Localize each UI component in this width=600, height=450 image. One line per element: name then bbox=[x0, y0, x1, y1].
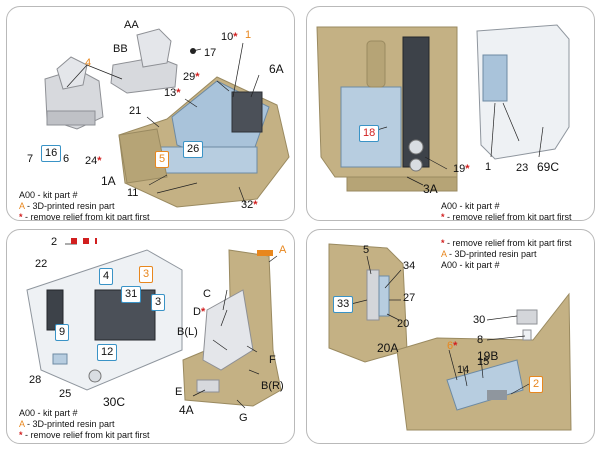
label-aa: AA bbox=[124, 19, 139, 31]
label-2: 2 bbox=[529, 376, 544, 393]
label-5: 5 bbox=[155, 151, 170, 168]
label-6: 6 bbox=[63, 153, 70, 165]
label-16: 16 bbox=[41, 145, 62, 162]
label-10: 10 bbox=[221, 31, 238, 43]
label-3-orange: 3 bbox=[139, 266, 154, 283]
panel-side-console: 18 19 3A 1 23 69C A00 - kit part # * - r… bbox=[306, 6, 595, 221]
legend-resin-code: A bbox=[19, 201, 25, 211]
legend-relief-code: * bbox=[441, 238, 445, 248]
label-4: 4 bbox=[85, 57, 92, 69]
label-d: D bbox=[193, 306, 205, 318]
label-19: 19 bbox=[453, 163, 470, 175]
label-14: 14 bbox=[457, 364, 470, 376]
panel-front-cockpit: AA BB 4 17 10 1 29 6A 13 21 24 6 16 7 26… bbox=[6, 6, 295, 221]
rear-side-console-illustration bbox=[328, 243, 572, 431]
label-34: 34 bbox=[403, 260, 416, 272]
label-3a: 3A bbox=[423, 182, 438, 196]
label-7: 7 bbox=[27, 153, 34, 165]
label-4-box: 4 bbox=[99, 268, 114, 285]
label-4a: 4A bbox=[179, 403, 194, 417]
legend-kit-part-code: A00 bbox=[19, 408, 36, 418]
label-23: 23 bbox=[516, 162, 529, 174]
legend-tr: A00 - kit part # * - remove relief from … bbox=[441, 201, 572, 221]
legend-resin-text: - 3D-printed resin part bbox=[24, 201, 115, 211]
label-32: 32 bbox=[241, 199, 258, 211]
label-13: 13 bbox=[164, 87, 181, 99]
label-30c: 30C bbox=[103, 395, 126, 409]
label-33: 33 bbox=[333, 296, 354, 313]
label-2: 2 bbox=[51, 236, 58, 248]
legend-relief-text: - remove relief from kit part first bbox=[444, 238, 572, 248]
label-1: 1 bbox=[245, 29, 252, 41]
legend-kit-part-code: A00 bbox=[441, 201, 458, 211]
label-9: 9 bbox=[55, 324, 70, 341]
legend-kit-part-text: - kit part # bbox=[35, 408, 78, 418]
label-12: 12 bbox=[97, 344, 118, 361]
label-25: 25 bbox=[59, 388, 72, 400]
legend-relief-text: - remove relief from kit part first bbox=[22, 430, 150, 440]
legend-tl: A00 - kit part # A - 3D-printed resin pa… bbox=[19, 190, 150, 221]
label-30: 30 bbox=[473, 314, 486, 326]
legend-kit-part-text: - kit part # bbox=[457, 201, 500, 211]
label-1: 1 bbox=[485, 161, 492, 173]
label-28: 28 bbox=[29, 374, 42, 386]
label-27: 27 bbox=[403, 292, 416, 304]
label-br: B(R) bbox=[261, 380, 284, 392]
label-11: 11 bbox=[127, 187, 139, 199]
label-8: 8 bbox=[477, 334, 484, 346]
label-15: 15 bbox=[477, 356, 490, 368]
rear-cockpit-illustration bbox=[26, 238, 282, 409]
legend-relief-text: - remove relief from kit part first bbox=[22, 212, 150, 221]
label-20a: 20A bbox=[377, 341, 399, 355]
legend-kit-part-code: A00 bbox=[441, 260, 458, 270]
legend-relief-code: * bbox=[441, 212, 445, 221]
label-c: C bbox=[203, 288, 211, 300]
side-console-illustration bbox=[316, 24, 570, 192]
label-bb: BB bbox=[113, 43, 128, 55]
front-cockpit-illustration bbox=[44, 28, 290, 208]
label-69c: 69C bbox=[537, 160, 560, 174]
legend-resin-code: A bbox=[441, 249, 447, 259]
label-24: 24 bbox=[85, 155, 102, 167]
label-26: 26 bbox=[183, 141, 204, 158]
legend-resin-text: - 3D-printed resin part bbox=[24, 419, 115, 429]
label-29: 29 bbox=[183, 71, 200, 83]
panel-rear-cockpit: 2 22 4 3 31 3 9 12 28 25 30C A C D B(L) … bbox=[6, 229, 295, 444]
label-1a: 1A bbox=[101, 174, 116, 188]
legend-bl: A00 - kit part # A - 3D-printed resin pa… bbox=[19, 408, 150, 441]
label-5: 5 bbox=[363, 244, 370, 256]
label-31: 31 bbox=[121, 286, 142, 303]
label-18: 18 bbox=[359, 125, 380, 142]
legend-relief-code: * bbox=[19, 212, 23, 221]
legend-br: * - remove relief from kit part first A … bbox=[441, 238, 572, 271]
label-bl: B(L) bbox=[177, 326, 198, 338]
legend-relief-text: - remove relief from kit part first bbox=[444, 212, 572, 221]
label-6a: 6A bbox=[269, 62, 284, 76]
legend-kit-part-code: A00 bbox=[19, 190, 36, 200]
legend-resin-text: - 3D-printed resin part bbox=[446, 249, 537, 259]
label-a: A bbox=[279, 244, 287, 256]
legend-kit-part-text: - kit part # bbox=[35, 190, 78, 200]
label-3-box: 3 bbox=[151, 294, 166, 311]
label-17: 17 bbox=[204, 47, 217, 59]
label-f: F bbox=[269, 354, 276, 366]
label-6: 6 bbox=[447, 340, 457, 352]
label-g: G bbox=[239, 412, 248, 424]
panel-rear-side-console: 5 34 27 33 20 20A 30 8 19B 6 15 14 2 * -… bbox=[306, 229, 595, 444]
label-22: 22 bbox=[35, 258, 48, 270]
label-21: 21 bbox=[129, 105, 142, 117]
label-e: E bbox=[175, 386, 183, 398]
label-20: 20 bbox=[397, 318, 410, 330]
label-19b: 19B bbox=[477, 349, 499, 363]
legend-kit-part-text: - kit part # bbox=[457, 260, 500, 270]
legend-resin-code: A bbox=[19, 419, 25, 429]
legend-relief-code: * bbox=[19, 430, 23, 440]
